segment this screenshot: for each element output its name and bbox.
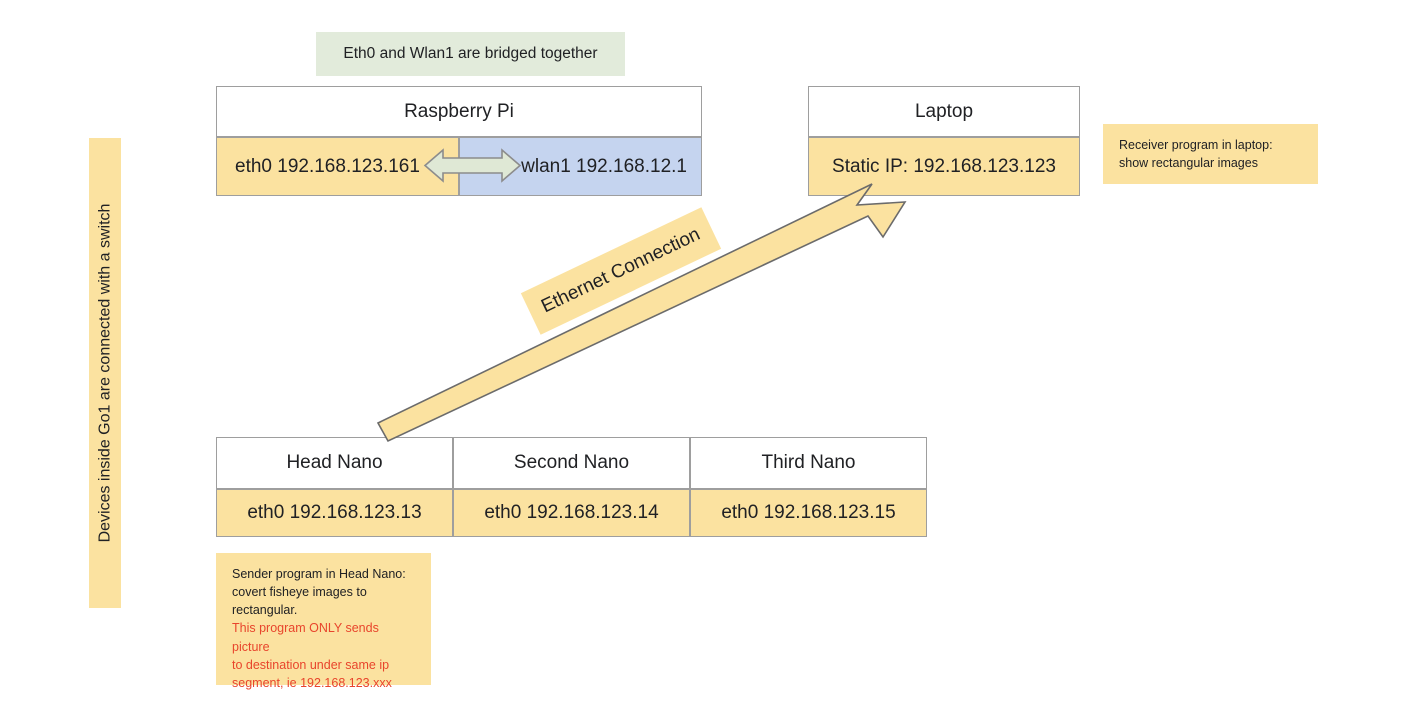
raspberry-pi-wlan1-cell: wlan1 192.168.12.1 <box>459 137 702 196</box>
nano-header-second: Second Nano <box>453 437 690 489</box>
note-receiver-line-1: Receiver program in laptop: <box>1119 138 1273 152</box>
note-switch-vertical: Devices inside Go1 are connected with a … <box>89 138 121 608</box>
note-sender-line-1: Sender program in Head Nano: <box>232 567 406 581</box>
ethernet-connection-arrow <box>376 183 907 443</box>
laptop-ip-cell: Static IP: 192.168.123.123 <box>808 137 1080 196</box>
raspberry-pi-title: Raspberry Pi <box>216 86 702 137</box>
raspberry-pi-eth0-cell: eth0 192.168.123.161 <box>216 137 459 196</box>
note-sender-program: Sender program in Head Nano: covert fish… <box>216 553 431 690</box>
note-sender-line-2: covert fisheye images to <box>232 585 367 600</box>
nano-address-head: eth0 192.168.123.13 <box>216 489 453 537</box>
note-sender-red-line-2: to destination under same ip <box>232 657 390 672</box>
note-switch-label: Devices inside Go1 are connected with a … <box>96 203 113 543</box>
ethernet-connection-label: Ethernet Connection <box>520 207 722 335</box>
note-receiver-line-2: show rectangular images <box>1119 156 1258 171</box>
note-sender-red-line-3: segment, ie 192.168.123.xxx <box>232 675 392 690</box>
nano-header-head: Head Nano <box>216 437 453 489</box>
nano-address-third: eth0 192.168.123.15 <box>690 489 927 537</box>
note-sender-line-3: rectangular. <box>232 603 298 618</box>
laptop-title: Laptop <box>808 86 1080 137</box>
nano-header-third: Third Nano <box>690 437 927 489</box>
note-receiver-program: Receiver program in laptop: show rectang… <box>1103 124 1318 184</box>
note-sender-red-line-1: This program ONLY sends picture <box>232 621 379 654</box>
nano-address-second: eth0 192.168.123.14 <box>453 489 690 537</box>
note-bridge: Eth0 and Wlan1 are bridged together <box>316 32 625 76</box>
